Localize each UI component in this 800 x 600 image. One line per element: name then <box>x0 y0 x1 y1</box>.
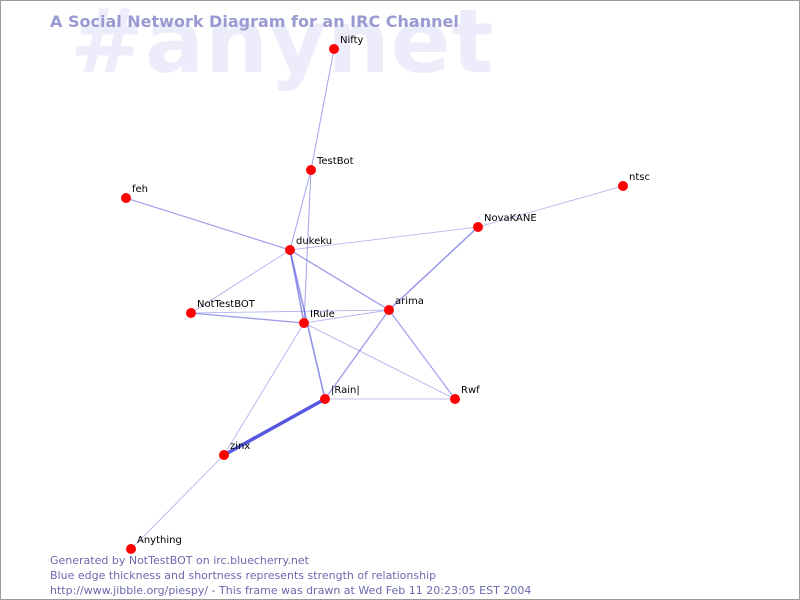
node-label: feh <box>132 184 148 195</box>
node-label: zinx <box>230 441 250 452</box>
node-dot <box>219 450 229 460</box>
edge-rain-zinx <box>222 397 327 457</box>
node-irule: IRule <box>299 309 335 328</box>
node-dot <box>384 305 394 315</box>
node-rain: |Rain| <box>320 385 360 404</box>
node-label: Nifty <box>340 35 364 46</box>
node-dot <box>473 222 483 232</box>
node-rwf: Rwf <box>450 385 480 404</box>
edge-testbot-dukeku <box>289 169 312 251</box>
footer-url-timestamp: http://www.jibble.org/piespy/ - This fra… <box>50 584 532 597</box>
footer: Generated by NotTestBOT on irc.bluecherr… <box>50 553 531 598</box>
node-anything: Anything <box>126 535 182 554</box>
node-dot <box>126 544 136 554</box>
node-label: NotTestBOT <box>197 299 256 310</box>
node-dot <box>450 394 460 404</box>
node-testbot: TestBot <box>306 156 354 175</box>
edge-nifty-testbot <box>310 48 335 171</box>
node-nottestbot: NotTestBOT <box>186 299 256 318</box>
edge-irule-zinx <box>223 322 305 456</box>
edge-ntsc-novakane <box>477 185 624 228</box>
edge-irule-rwf <box>303 322 456 400</box>
diagram-title: A Social Network Diagram for an IRC Chan… <box>50 12 459 31</box>
node-dot <box>121 193 131 203</box>
edge-arima-rain <box>324 309 390 400</box>
node-label: dukeku <box>296 236 332 247</box>
node-dot <box>186 308 196 318</box>
node-label: Rwf <box>461 385 480 396</box>
node-label: Anything <box>137 535 182 546</box>
node-arima: arima <box>384 296 424 315</box>
node-dot <box>285 245 295 255</box>
node-label: arima <box>395 296 424 307</box>
node-feh: feh <box>121 184 148 203</box>
edge-nottestbot-arima <box>190 309 390 314</box>
node-novakane: NovaKANE <box>473 213 537 232</box>
edge-novakane-dukeku <box>289 226 479 251</box>
edge-arima-rwf <box>388 309 456 400</box>
edge-testbot-irule <box>303 169 312 324</box>
footer-legend-note: Blue edge thickness and shortness repres… <box>50 569 437 582</box>
edge-nottestbot-irule <box>190 312 305 324</box>
node-label: |Rain| <box>331 385 360 396</box>
node-dot <box>329 44 339 54</box>
node-label: NovaKANE <box>484 213 537 224</box>
node-ntsc: ntsc <box>618 172 650 191</box>
node-dot <box>299 318 309 328</box>
edge-irule-arima <box>303 309 390 324</box>
node-dot <box>320 394 330 404</box>
footer-generated-by: Generated by NotTestBOT on irc.bluecherr… <box>50 554 309 567</box>
node-zinx: zinx <box>219 441 250 460</box>
node-dukeku: dukeku <box>285 236 332 255</box>
edge-feh-dukeku <box>125 197 291 251</box>
edge-novakane-arima <box>388 226 479 311</box>
edge-zinx-anything <box>130 454 225 550</box>
node-dot <box>618 181 628 191</box>
edge-dukeku-nottestbot <box>190 249 291 314</box>
node-label: TestBot <box>316 156 354 167</box>
channel-watermark: #anynet <box>70 0 495 93</box>
node-nifty: Nifty <box>329 35 364 54</box>
node-label: ntsc <box>629 172 650 183</box>
node-label: IRule <box>310 309 335 320</box>
edge-dukeku-arima <box>289 249 390 311</box>
node-dot <box>306 165 316 175</box>
